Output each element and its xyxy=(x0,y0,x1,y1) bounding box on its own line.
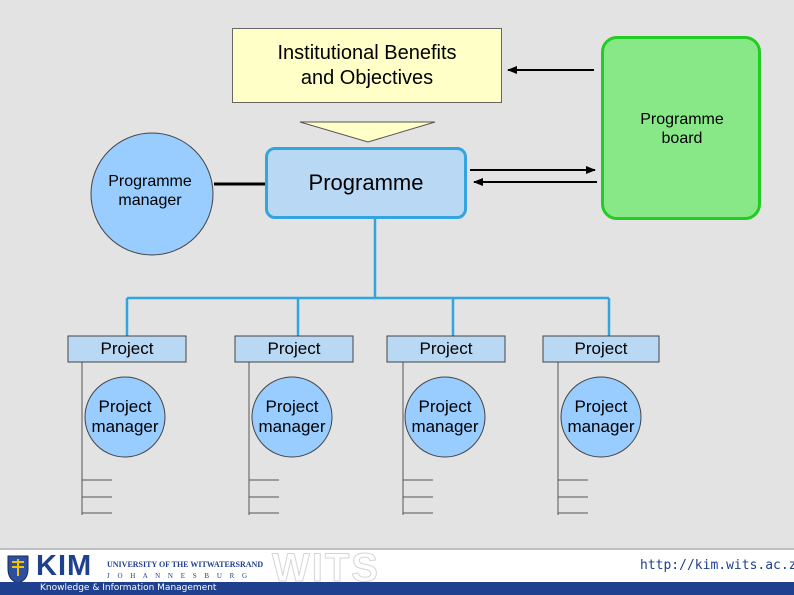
down-arrow-shape xyxy=(299,121,436,143)
university-name: UNIVERSITY OF THE WITWATERSRAND xyxy=(107,560,264,569)
project-manager-circle-3 xyxy=(404,376,486,458)
project-label-2: Project xyxy=(267,339,321,358)
kim-logo-text: KIM xyxy=(36,550,93,582)
project-manager-4-line-1: Project xyxy=(574,397,628,416)
project-manager-2-line-1: Project xyxy=(265,397,319,416)
project-box-4 xyxy=(542,335,660,363)
project-manager-circle-1 xyxy=(84,376,166,458)
project-manager-circle-4 xyxy=(560,376,642,458)
footer-tagline: Knowledge & Information Management xyxy=(40,583,217,593)
programme-board-label-line-1: Programme xyxy=(640,111,724,128)
footer-top-rule xyxy=(0,548,794,550)
programme-manager-label-line-2: manager xyxy=(118,192,182,209)
project-label-4: Project xyxy=(574,339,628,358)
site-url: http://kim.wits.ac.za xyxy=(640,558,794,573)
project-label-1: Project xyxy=(100,339,154,358)
project-box-3 xyxy=(386,335,506,363)
project-tree xyxy=(125,218,611,336)
project-manager-2-line-2: manager xyxy=(258,417,326,436)
programme-manager-circle xyxy=(90,132,214,256)
programme-board-box xyxy=(601,36,761,220)
project-manager-4-line-2: manager xyxy=(567,417,635,436)
university-crest-icon xyxy=(7,555,29,584)
project-manager-3-line-2: manager xyxy=(411,417,479,436)
benefits-label-line-2: and Objectives xyxy=(300,67,434,89)
programme-manager-label-line-1: Programme xyxy=(108,173,192,190)
project-manager-1-line-1: Project xyxy=(98,397,152,416)
programme-box xyxy=(265,147,467,219)
benefits-box xyxy=(232,28,502,103)
sub-lines xyxy=(81,362,588,515)
programme-board-label-line-2: board xyxy=(661,130,703,147)
university-city: J O H A N N E S B U R G xyxy=(107,572,251,580)
project-box-1 xyxy=(67,335,187,363)
programme-label: Programme xyxy=(308,170,424,195)
project-label-3: Project xyxy=(419,339,473,358)
project-box-2 xyxy=(234,335,354,363)
project-manager-circle-2 xyxy=(251,376,333,458)
footer-tagline-bar: Knowledge & Information Management xyxy=(0,582,794,595)
project-manager-3-line-1: Project xyxy=(418,397,472,416)
diagram-connectors xyxy=(67,66,660,515)
project-manager-1-line-2: manager xyxy=(91,417,159,436)
benefits-label-line-1: Institutional Benefits xyxy=(277,42,457,64)
